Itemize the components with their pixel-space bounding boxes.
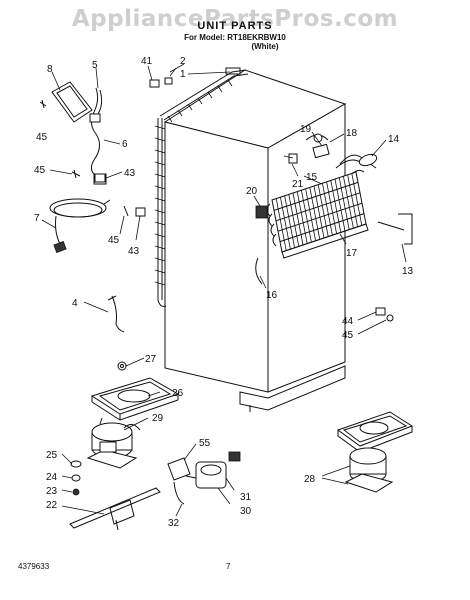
callout-43a: 43 xyxy=(124,168,136,179)
callout-20: 20 xyxy=(246,186,258,197)
callout-24: 24 xyxy=(46,472,58,483)
drain-pan xyxy=(90,377,180,421)
callout-14: 14 xyxy=(388,134,400,145)
callout-5: 5 xyxy=(92,60,98,71)
callout-18: 18 xyxy=(346,128,358,139)
page-number: 7 xyxy=(226,562,231,571)
base-rail-22 xyxy=(69,487,161,531)
callouts: 1 2 41 8 5 45 6 45 43 7 45 43 4 19 18 14… xyxy=(34,56,414,529)
doc-number: 4379633 xyxy=(18,562,50,571)
model-line: For Model: RT18EKRBW10 xyxy=(184,33,286,42)
screw-45d xyxy=(386,314,394,322)
grommet-27 xyxy=(117,361,127,371)
control-parts xyxy=(305,133,330,159)
callout-31: 31 xyxy=(240,492,252,503)
clip-43a xyxy=(94,173,106,183)
callout-41: 41 xyxy=(141,56,153,67)
callout-27: 27 xyxy=(145,354,157,365)
callout-55: 55 xyxy=(199,438,211,449)
heat-exchanger-line xyxy=(335,153,378,169)
wire-harness xyxy=(89,87,107,185)
cabinet xyxy=(163,67,347,412)
compressor xyxy=(86,417,141,469)
callout-7: 7 xyxy=(34,213,40,224)
callout-45c: 45 xyxy=(108,235,120,246)
callout-26: 26 xyxy=(172,388,184,399)
callout-45a: 45 xyxy=(36,132,48,143)
strap-4 xyxy=(111,295,125,333)
screw-45c xyxy=(123,205,129,217)
callout-1: 1 xyxy=(180,69,186,80)
diagram-title: UNIT PARTS xyxy=(197,20,273,32)
compressor-with-pan xyxy=(336,411,414,493)
callout-22: 22 xyxy=(46,500,58,511)
panel-8 xyxy=(51,81,93,123)
callout-21: 21 xyxy=(292,179,304,190)
defrost-part-20 xyxy=(255,205,268,219)
evaporator xyxy=(266,169,369,259)
callout-4: 4 xyxy=(72,298,78,309)
screw-45a xyxy=(39,99,47,109)
callout-15: 15 xyxy=(306,172,318,183)
callout-45d: 45 xyxy=(342,330,354,341)
callout-17: 17 xyxy=(346,248,358,259)
start-relay-assembly xyxy=(167,451,241,505)
component-21 xyxy=(288,153,298,164)
part-13 xyxy=(377,213,413,245)
power-cord xyxy=(49,198,111,253)
callout-23: 23 xyxy=(46,486,58,497)
callout-2: 2 xyxy=(180,56,186,67)
watermark: AppliancePartsPros.com xyxy=(71,6,399,32)
callout-6: 6 xyxy=(122,139,128,150)
callout-44: 44 xyxy=(342,316,354,327)
bracket-44 xyxy=(375,307,386,316)
callout-28: 28 xyxy=(304,474,316,485)
clip-43b xyxy=(135,207,146,217)
callout-25: 25 xyxy=(46,450,58,461)
callout-43b: 43 xyxy=(128,246,140,257)
callout-32: 32 xyxy=(168,518,180,529)
callout-13: 13 xyxy=(402,266,414,277)
leader-lines xyxy=(41,63,407,517)
callout-29: 29 xyxy=(152,413,164,424)
mount-hardware xyxy=(70,460,82,496)
callout-30: 30 xyxy=(240,506,252,517)
condenser-tubing xyxy=(154,69,249,307)
color-line: (White) xyxy=(251,42,279,51)
callout-16: 16 xyxy=(266,290,278,301)
tube-16 xyxy=(255,257,263,285)
callout-8: 8 xyxy=(47,64,53,75)
callout-19: 19 xyxy=(300,124,312,135)
callout-45b: 45 xyxy=(34,165,46,176)
screw-45b xyxy=(71,169,81,179)
